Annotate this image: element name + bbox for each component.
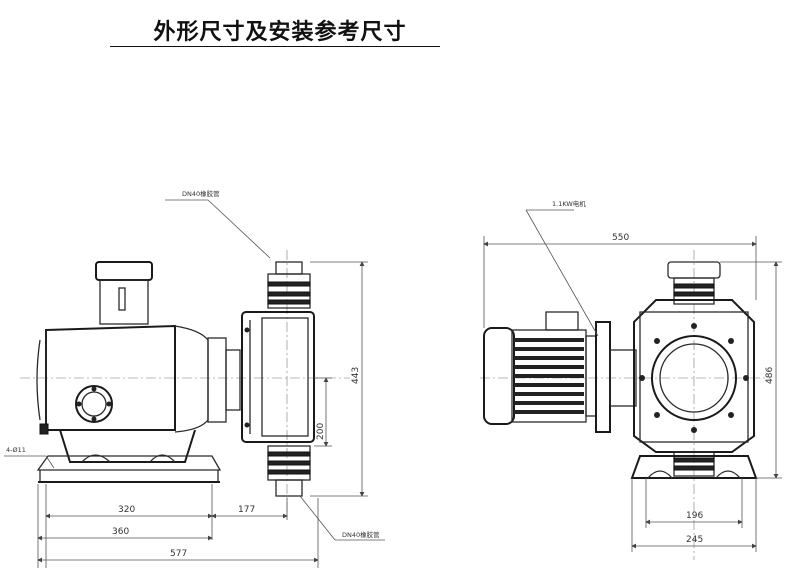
dim-245: 245 [686, 535, 703, 545]
gearbox-neck [99, 279, 149, 325]
callout-bottom-label: DN40橡胶管 [342, 530, 380, 539]
dim-177: 177 [238, 505, 255, 515]
motor [483, 311, 637, 433]
dim-320: 320 [118, 505, 135, 515]
hole-label: 4-Ø11 [6, 446, 26, 454]
dim-360: 360 [112, 527, 129, 537]
dim-200: 200 [316, 423, 326, 440]
dim-196: 196 [686, 511, 703, 521]
callout-top-label: DN40橡胶管 [182, 189, 220, 198]
dim-577: 577 [170, 549, 187, 559]
title-underline [110, 46, 440, 47]
bottom-valve [267, 445, 311, 497]
gearbox-cap [95, 261, 153, 281]
drawing-title: 外形尺寸及安装参考尺寸 [153, 20, 407, 45]
motor-callout-label: 1.1KW电机 [552, 199, 586, 208]
top-valve [267, 261, 311, 309]
oil-window [75, 385, 113, 423]
dim-443: 443 [351, 367, 361, 384]
pump-base [59, 429, 196, 463]
dim-486: 486 [765, 367, 775, 384]
end-flange [633, 299, 755, 453]
dim-550: 550 [612, 233, 629, 243]
pump-head [241, 311, 315, 443]
end-view: 1.1KW电机 550 486 196 245 [480, 199, 782, 560]
side-view: DN40橡胶管 DN40橡胶管 4-Ø11 443 200 320 177 36… [4, 189, 385, 568]
